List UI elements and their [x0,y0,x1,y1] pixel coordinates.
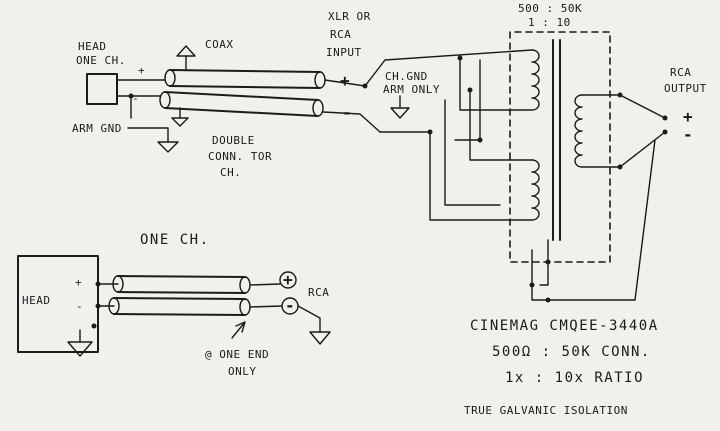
ratio-spec: 1x : 10x RATIO [505,370,644,386]
arm-gnd-symbol [157,141,179,153]
rca-plus-terminal [279,271,297,289]
ground-node-3 [545,297,551,303]
coax-shield-ground-symbol [171,117,189,127]
transformer-enclosure [509,31,611,263]
rca-output-label-2: OUTPUT [664,82,707,95]
head-label-line2: ONE CH. [76,54,126,67]
primary-coil-lower [531,159,540,221]
bottom-coax-upper-left [112,275,124,293]
rca-ground-wire [297,305,321,333]
primary-coil-upper [531,49,540,111]
double-conn-label-3: CH. [220,166,241,179]
bottom-ground-symbol [67,341,93,357]
secondary-node-bottom [617,164,623,170]
arm-gnd-wire [127,127,169,143]
bottom-minus-sign: - [76,300,83,313]
one-ch-label: ONE CH. [140,232,210,248]
primary-node-3 [427,129,433,135]
ground-node-2 [529,282,535,288]
bottom-simple-channel: ONE CH. HEAD + - + - RCA @ ONE END ONLY [17,232,331,378]
bottom-coax-lower [113,297,246,316]
primary-tap-4 [444,99,501,206]
one-end-label-2: ONLY [228,365,257,378]
coax-lower-end-right [312,99,324,117]
rca-output-label-1: RCA [670,66,691,79]
impedance-spec: 500Ω : 50K CONN. [492,344,651,360]
secondary-node-top [617,92,623,98]
galvanic-isolation-note: TRUE GALVANIC ISOLATION [464,404,628,417]
xlr-label-1: XLR OR [328,10,371,23]
primary-node-1 [457,55,463,61]
rca-minus-symbol: - [285,296,295,315]
input-plus-sign: + [340,71,350,90]
bottom-coax-upper-right [239,276,251,294]
output-plus-sign: + [683,107,693,126]
output-node-minus [662,129,668,135]
rca-bottom-label: RCA [308,286,329,299]
ratio-top-label-2: 1 : 10 [528,16,571,29]
bottom-plus-sign: + [75,276,82,289]
arm-gnd-label: ARM GND [72,122,122,135]
primary-tap-3 [469,89,533,161]
coax-label: COAX [205,38,234,51]
coax-upper-end-right [314,71,326,89]
rca-plus-symbol: + [283,270,293,289]
coax-cable-pair: COAX DOUBLE CONN. TOR CH. [159,38,326,179]
bottom-coax-lower-left [108,297,120,315]
bottom-coax-upper [117,275,246,294]
transformer: 500 : 50K 1 : 10 [509,2,611,263]
input-plus-wire [324,79,366,87]
coax-upper-end-left [164,69,176,87]
xlr-label-3: INPUT [326,46,362,59]
coax-lower-cable [164,91,319,117]
ratio-top-label-1: 500 : 50K [518,2,582,15]
coax-lower-end-left [159,91,171,109]
ch-gnd-symbol [390,107,410,119]
coax-ground-symbol [176,45,196,57]
primary-node-2 [467,87,473,93]
output-section: RCA OUTPUT + - [581,66,707,170]
bottom-ground-node [91,323,97,329]
rca-ground-symbol [309,331,331,345]
coax-upper-cable [169,69,321,89]
secondary-coil [574,94,583,168]
head-bottom-label: HEAD [22,294,51,307]
cinemag-model: CINEMAG CMQEE-3440A [470,318,659,334]
head-label-line1: HEAD [78,40,107,53]
primary-tap-1 [459,57,533,111]
input-section: XLR OR RCA INPUT + - CH.GND ARM ONLY [322,10,440,133]
bottom-coax-to-rca-plus [249,283,281,286]
ch-gnd-label-2: ARM ONLY [383,83,440,96]
double-conn-label-2: CONN. TOR [208,150,272,163]
output-node-plus [662,115,668,121]
ground-bus [539,239,549,286]
output-minus-sign: - [683,125,693,144]
head-minus-sign: - [132,92,139,105]
primary-bus-vertical [454,59,481,141]
plus-to-primary [364,49,533,87]
bottom-coax-to-rca-minus [249,305,283,308]
primary-tap-2 [379,131,533,221]
one-end-arrow [231,321,246,339]
one-end-label-1: @ ONE END [205,348,269,361]
input-minus-sign: - [342,103,352,122]
bottom-coax-lower-right [239,298,251,316]
secondary-out-top [581,94,666,119]
head-plus-sign: + [138,64,145,77]
ground-node-1 [545,259,551,265]
input-minus-wire [322,111,381,133]
top-head-assembly: HEAD ONE CH. + - ARM GND [72,40,179,153]
ground-return [531,139,656,301]
head-box-top [86,73,118,105]
primary-node-4 [477,137,483,143]
spec-notes: CINEMAG CMQEE-3440A 500Ω : 50K CONN. 1x … [464,318,659,417]
primary-wiring [364,49,656,303]
head-box-bottom [17,255,99,353]
ch-gnd-label-1: CH.GND [385,70,428,83]
xlr-label-2: RCA [330,28,351,41]
double-conn-label-1: DOUBLE [212,134,255,147]
